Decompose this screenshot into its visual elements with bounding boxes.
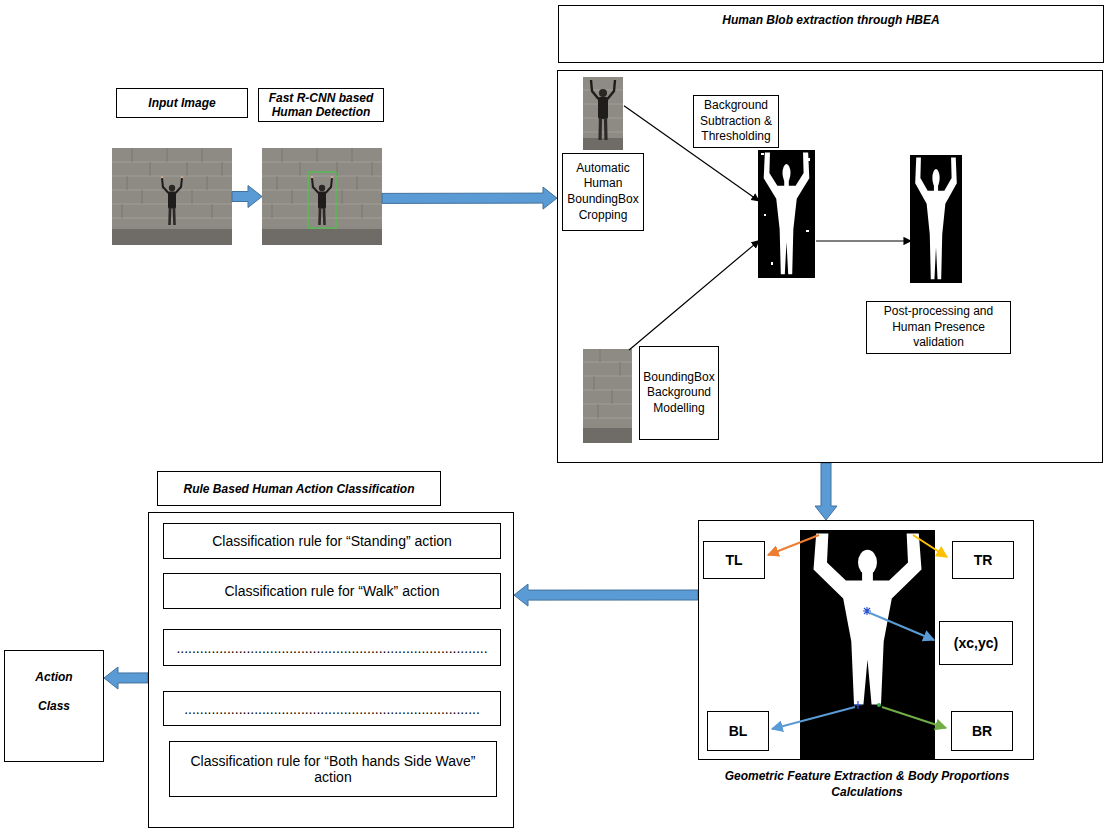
- box-text: BL: [729, 723, 748, 739]
- image-title-box: Fast R-CNN based Human Detection: [258, 88, 384, 122]
- box-text: (xc,yc): [954, 635, 998, 651]
- block-arrow: [104, 667, 148, 689]
- box-text: ........................................…: [184, 701, 480, 717]
- box-text: Automatic Human BoundingBox Cropping: [567, 161, 639, 223]
- background-photo-node: BoundingBox Background Modelling: [584, 350, 633, 444]
- rule-box: ........................................…: [163, 691, 501, 726]
- stage-panel: Rule Based Human Action ClassificationCl…: [148, 512, 514, 828]
- box-text: BoundingBox Background Modelling: [643, 370, 714, 417]
- detection-photo-node: Fast R-CNN based Human Detection: [262, 148, 382, 245]
- step-box: Background Subtraction & Thresholding: [693, 95, 779, 148]
- raw-silhouette: [758, 150, 815, 278]
- box-text: Geometric Feature Extraction & Body Prop…: [703, 768, 1031, 800]
- block-arrow: [815, 463, 837, 520]
- leader-lines: [768, 535, 947, 729]
- rule-box: Classification rule for “Standing” actio…: [163, 523, 501, 559]
- point-tag: BR: [951, 711, 1013, 751]
- box-text: Background Subtraction & Thresholding: [698, 98, 774, 145]
- box-text: Human Blob extraction through HBEA: [722, 13, 939, 27]
- flow-arrow: [816, 240, 911, 241]
- panel-title-box: Rule Based Human Action Classification: [157, 471, 441, 506]
- cropped-photo: [583, 77, 623, 150]
- box-text: BR: [972, 723, 992, 739]
- rule-box: Classification rule for “Both hands Side…: [169, 741, 497, 797]
- silhouette-node: Background Subtraction & Thresholding: [759, 151, 816, 279]
- point-tag: (xc,yc): [939, 621, 1013, 665]
- block-arrow: [514, 584, 698, 606]
- image-title-box: Input Image: [116, 88, 248, 118]
- block-arrow: [232, 186, 262, 208]
- crop-photo-node: Automatic Human BoundingBox Cropping: [584, 78, 624, 151]
- rule-box: ........................................…: [163, 629, 501, 666]
- box-text: Input Image: [148, 96, 215, 110]
- silhouette-node: Post-processing and Human Presence valid…: [911, 156, 963, 284]
- panel-caption: Geometric Feature Extraction & Body Prop…: [699, 764, 1035, 804]
- input-photo-node: Input Image: [112, 148, 232, 245]
- point-tag: TL: [703, 541, 765, 579]
- box-text: Post-processing and Human Presence valid…: [871, 304, 1006, 351]
- point-tag: BL: [707, 711, 769, 751]
- box-text: Classification rule for “Walk” action: [225, 583, 440, 599]
- flow-arrow: [629, 241, 759, 350]
- box-text: Classification rule for “Both hands Side…: [174, 753, 492, 785]
- background-photo: [583, 349, 632, 443]
- rule-box: Classification rule for “Walk” action: [163, 573, 501, 609]
- input-photo: [112, 148, 232, 245]
- feature-panel: Geometric Feature Extraction & Body Prop…: [698, 520, 1034, 760]
- panel-title-box: Human Blob extraction through HBEA: [558, 5, 1104, 63]
- box-text: TL: [725, 552, 742, 568]
- point-tag: TR: [952, 541, 1014, 579]
- step-box: BoundingBox Background Modelling: [639, 346, 719, 440]
- box-text: TR: [974, 552, 993, 568]
- detection-photo: [262, 148, 382, 245]
- box-text: Fast R-CNN based Human Detection: [263, 91, 379, 119]
- output-box: Action Class: [4, 650, 104, 762]
- box-text: ........................................…: [176, 640, 487, 656]
- box-text: Classification rule for “Standing” actio…: [212, 533, 452, 549]
- step-box: Automatic Human BoundingBox Cropping: [562, 153, 644, 231]
- detection-box: [308, 172, 336, 228]
- block-arrow: [382, 187, 557, 209]
- feature-silhouette: [800, 530, 935, 759]
- box-text: Rule Based Human Action Classification: [184, 482, 415, 496]
- step-box: Post-processing and Human Presence valid…: [866, 301, 1011, 354]
- clean-silhouette: [910, 155, 962, 283]
- box-text: Action Class: [30, 663, 78, 721]
- stage-panel: Human Blob extraction through HBEAAutoma…: [557, 70, 1103, 463]
